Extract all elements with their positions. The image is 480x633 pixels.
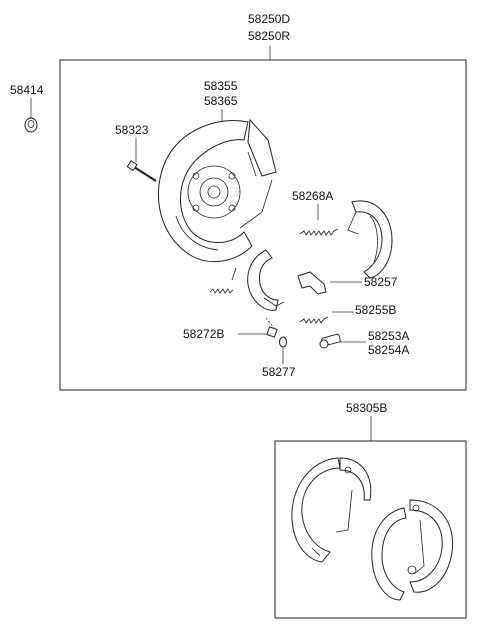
brake-shoe-left (247, 249, 285, 311)
label-58257: 58257 (364, 275, 398, 289)
bolt-part (126, 160, 157, 182)
backing-plate-part (158, 118, 277, 263)
lever-part (297, 271, 327, 295)
label-58305B: 58305B (346, 401, 387, 415)
assembly-label-2: 58250R (248, 29, 290, 43)
label-58323: 58323 (115, 123, 149, 137)
assembly-label-1: 58250D (248, 12, 290, 26)
label-58254A: 58254A (368, 343, 409, 357)
label-58414: 58414 (10, 83, 44, 97)
shoe-kit-shoe-1 (291, 457, 372, 563)
label-58255B: 58255B (355, 303, 396, 317)
spring-part-58255B (299, 316, 329, 324)
label-58268A: 58268A (292, 189, 333, 203)
cap-part (24, 117, 38, 133)
adjuster-part (319, 333, 341, 349)
assembly-frame (59, 59, 467, 391)
spring-part-58268A (299, 228, 339, 236)
label-58365: 58365 (204, 94, 238, 108)
adjuster-nut-part (265, 317, 278, 338)
label-58272B: 58272B (183, 327, 224, 341)
label-58253A: 58253A (368, 329, 409, 343)
brake-shoe-right (347, 200, 393, 279)
label-58277: 58277 (262, 365, 296, 379)
pin-part (279, 336, 287, 348)
label-58355: 58355 (204, 79, 238, 93)
shoe-kit-frame (274, 440, 467, 619)
shoe-kit-shoe-2 (371, 499, 454, 601)
spring-part-left (209, 288, 234, 294)
